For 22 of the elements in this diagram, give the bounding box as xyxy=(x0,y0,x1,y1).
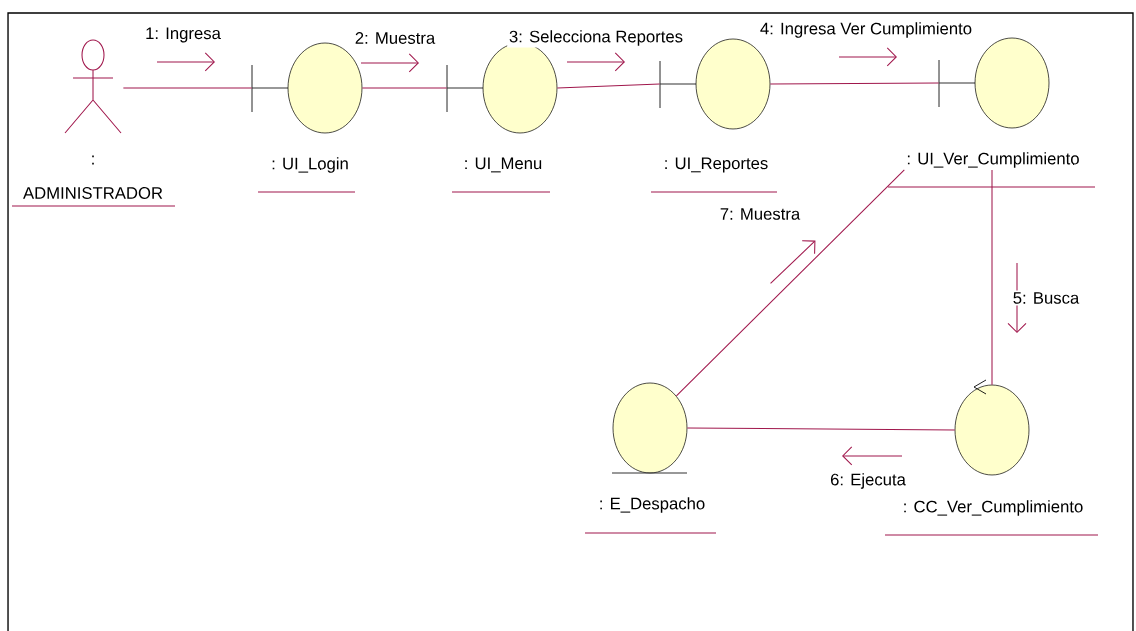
link-line xyxy=(991,169,993,386)
link-line xyxy=(686,427,956,431)
object-name: ADMINISTRADOR xyxy=(11,187,176,207)
message-label: 3: Selecciona Reportes xyxy=(507,28,685,48)
message-label: 2: Muestra xyxy=(353,30,437,46)
link-line xyxy=(556,83,661,89)
link-line xyxy=(769,82,940,85)
object-name: : CC_Ver_Cumplimiento xyxy=(884,500,1099,536)
object-name: : xyxy=(92,155,94,165)
message-label: 4: Ingresa Ver Cumplimiento xyxy=(758,20,974,40)
object-name: : UI_Login xyxy=(257,157,356,193)
object-name: : UI_Menu xyxy=(451,157,551,193)
message-label: 6: Ejecuta xyxy=(828,471,908,491)
link-line xyxy=(122,87,253,89)
object-name: : E_Despacho xyxy=(584,497,717,534)
object-name: : UI_Reportes xyxy=(650,157,778,193)
message-label: 5: Busca xyxy=(1011,290,1081,306)
message-label: 7: Muestra xyxy=(718,206,802,222)
link-line xyxy=(675,169,905,397)
object-name: : UI_Ver_Cumplimiento xyxy=(887,152,1096,188)
message-label: 1: Ingresa xyxy=(143,25,223,45)
link-line xyxy=(361,87,448,89)
